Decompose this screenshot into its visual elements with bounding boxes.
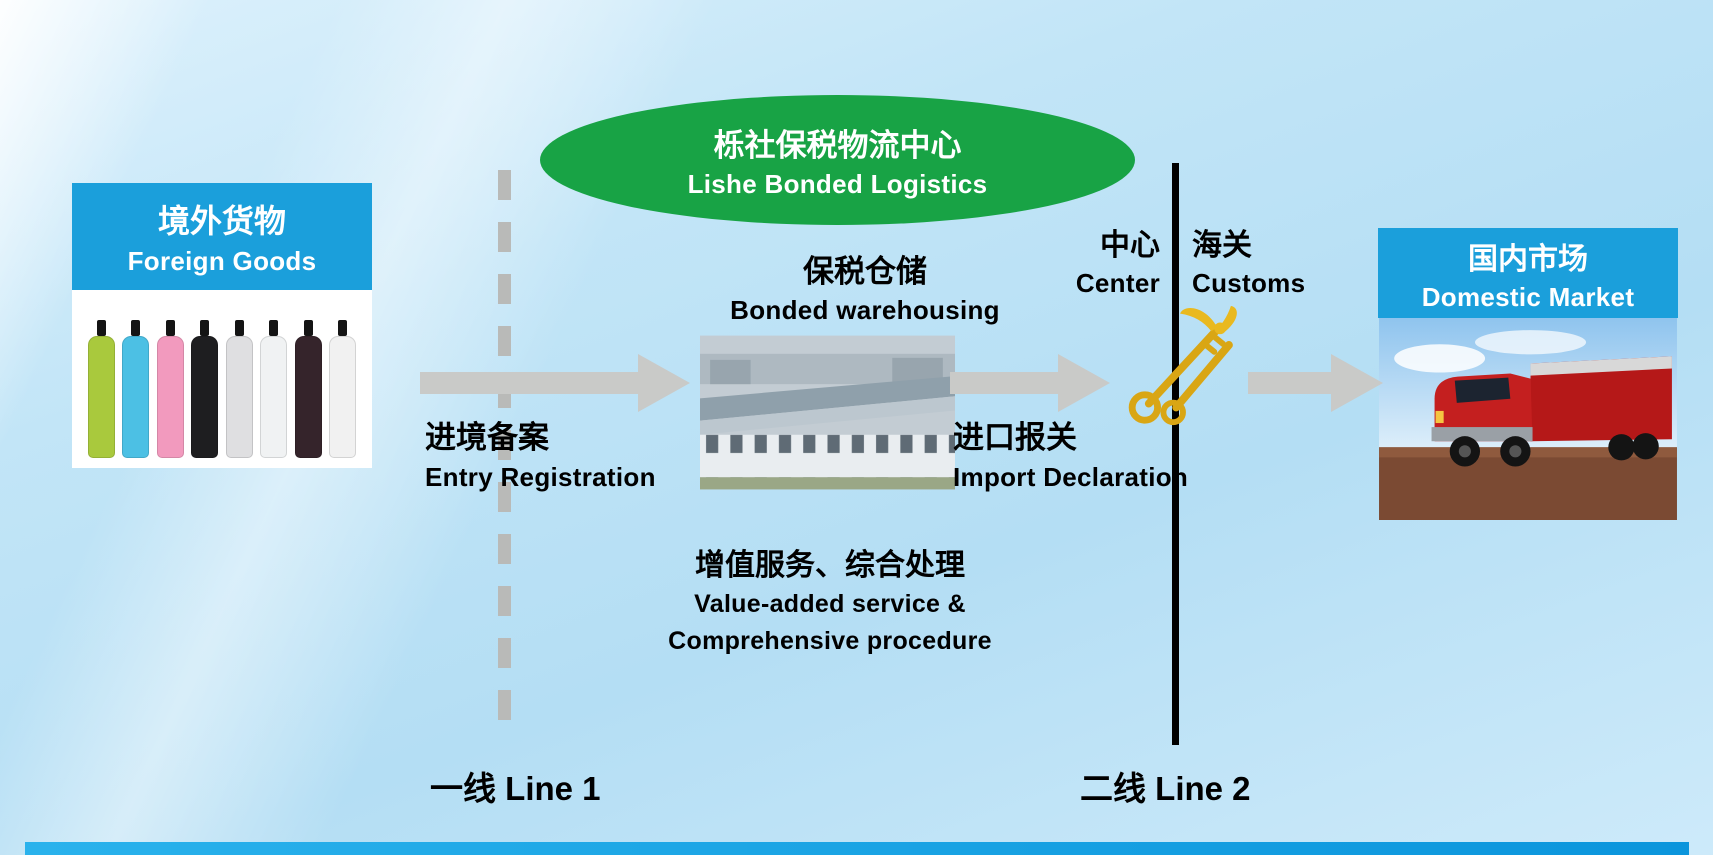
flow-arrow-market bbox=[1248, 354, 1383, 412]
customs-key-caduceus-icon bbox=[1118, 298, 1248, 430]
center-title-ellipse: 栎社保税物流中心 Lishe Bonded Logistics bbox=[540, 95, 1135, 225]
domestic-market-title-en: Domestic Market bbox=[1421, 281, 1635, 312]
entry-registration-label: 进境备案 Entry Registration bbox=[425, 412, 656, 493]
foreign-goods-title-en: Foreign Goods bbox=[127, 246, 317, 276]
bottle-icon bbox=[122, 320, 150, 458]
domestic-market-header: 国内市场 Domestic Market bbox=[1378, 228, 1678, 318]
arrow-shaft bbox=[420, 372, 638, 394]
line2-solid-divider bbox=[1172, 163, 1179, 745]
import-declaration-en: Import Declaration bbox=[953, 462, 1189, 492]
flow-arrow-entry bbox=[420, 354, 690, 412]
value-added-en-line2: Comprehensive procedure bbox=[668, 626, 992, 655]
bottom-accent-bar bbox=[25, 842, 1689, 855]
entry-registration-zh: 进境备案 bbox=[425, 420, 549, 455]
truck-illustration bbox=[1379, 318, 1677, 520]
entry-registration-en: Entry Registration bbox=[425, 462, 656, 492]
bonded-warehousing-label: 保税仓储 Bonded warehousing bbox=[690, 246, 1040, 326]
bottle-icon bbox=[191, 320, 219, 458]
arrow-head bbox=[1058, 354, 1110, 412]
bottle-icon bbox=[294, 320, 322, 458]
flow-arrow-declaration bbox=[950, 354, 1110, 412]
center-side-label: 中心 Center bbox=[1020, 220, 1160, 299]
foreign-goods-products-image bbox=[72, 290, 372, 468]
bottle-icon bbox=[225, 320, 253, 458]
arrow-head bbox=[638, 354, 690, 412]
import-declaration-label: 进口报关 Import Declaration bbox=[953, 412, 1188, 493]
foreign-goods-header: 境外货物 Foreign Goods bbox=[72, 183, 372, 290]
customs-side-en: Customs bbox=[1192, 268, 1306, 298]
center-side-zh: 中心 bbox=[1100, 229, 1160, 262]
customs-side-label: 海关 Customs bbox=[1192, 220, 1352, 299]
foreign-goods-title-zh: 境外货物 bbox=[157, 203, 286, 239]
arrow-shaft bbox=[950, 372, 1058, 394]
value-added-zh: 增值服务、综合处理 bbox=[695, 549, 965, 582]
center-title-zh: 栎社保税物流中心 bbox=[713, 128, 962, 163]
warehouse-illustration bbox=[700, 335, 955, 490]
center-side-en: Center bbox=[1075, 268, 1160, 298]
line2-label: 二线 Line 2 bbox=[1080, 770, 1251, 807]
value-added-en-line1: Value-added service & bbox=[694, 590, 966, 618]
customs-side-zh: 海关 bbox=[1192, 229, 1252, 262]
line1-label: 一线 Line 1 bbox=[430, 770, 601, 807]
import-declaration-zh: 进口报关 bbox=[953, 420, 1077, 455]
bottle-icon bbox=[329, 320, 357, 458]
line1-dashed-divider bbox=[498, 170, 511, 742]
bonded-warehousing-zh: 保税仓储 bbox=[803, 254, 927, 289]
bottle-icon bbox=[156, 320, 184, 458]
bottle-icon bbox=[87, 320, 115, 458]
bottle-icon bbox=[260, 320, 288, 458]
domestic-market-title-zh: 国内市场 bbox=[1468, 242, 1588, 276]
center-title-en: Lishe Bonded Logistics bbox=[687, 169, 988, 199]
red-truck-photo bbox=[1378, 318, 1678, 520]
value-added-service-label: 增值服务、综合处理 Value-added service & Comprehe… bbox=[595, 540, 1065, 657]
warehouse-photo bbox=[700, 335, 955, 490]
arrow-shaft bbox=[1248, 372, 1331, 394]
bonded-warehousing-en: Bonded warehousing bbox=[730, 295, 1000, 325]
arrow-head bbox=[1331, 354, 1383, 412]
